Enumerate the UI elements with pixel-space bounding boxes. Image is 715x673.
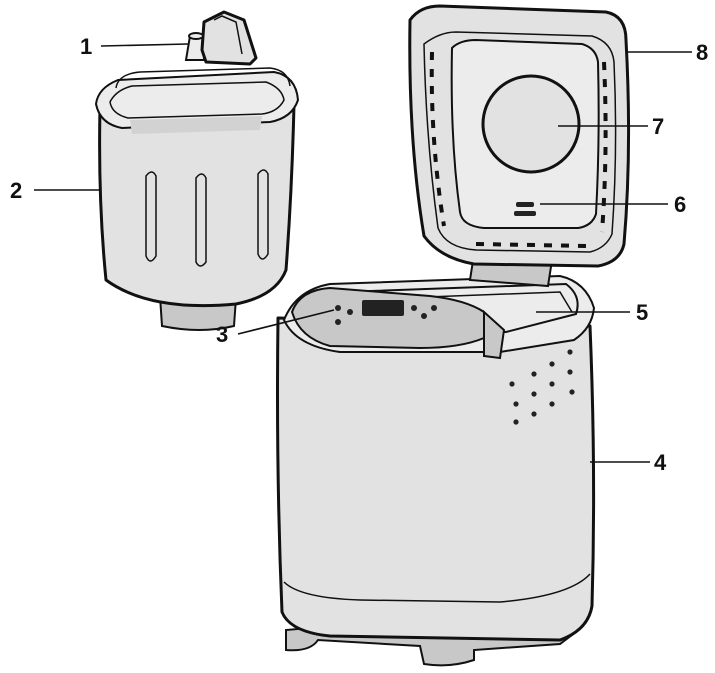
callout-1: 1 <box>80 34 92 59</box>
callout-numbers: 1 2 3 4 5 6 7 8 <box>10 34 708 475</box>
callout-6: 6 <box>674 192 686 217</box>
lid <box>408 4 631 268</box>
callout-2: 2 <box>10 178 22 203</box>
callout-7: 7 <box>652 114 664 139</box>
control-panel <box>290 286 485 350</box>
callout-3: 3 <box>216 322 228 347</box>
callout-8: 8 <box>696 40 708 65</box>
bread-pan <box>94 67 300 331</box>
callout-5: 5 <box>636 300 648 325</box>
kneading-paddle <box>184 10 258 66</box>
side-vents <box>509 349 575 425</box>
lid-vent <box>514 202 536 216</box>
leader-lines <box>34 43 692 463</box>
viewing-window <box>481 74 581 174</box>
housing <box>276 252 596 667</box>
callout-4: 4 <box>654 450 667 475</box>
